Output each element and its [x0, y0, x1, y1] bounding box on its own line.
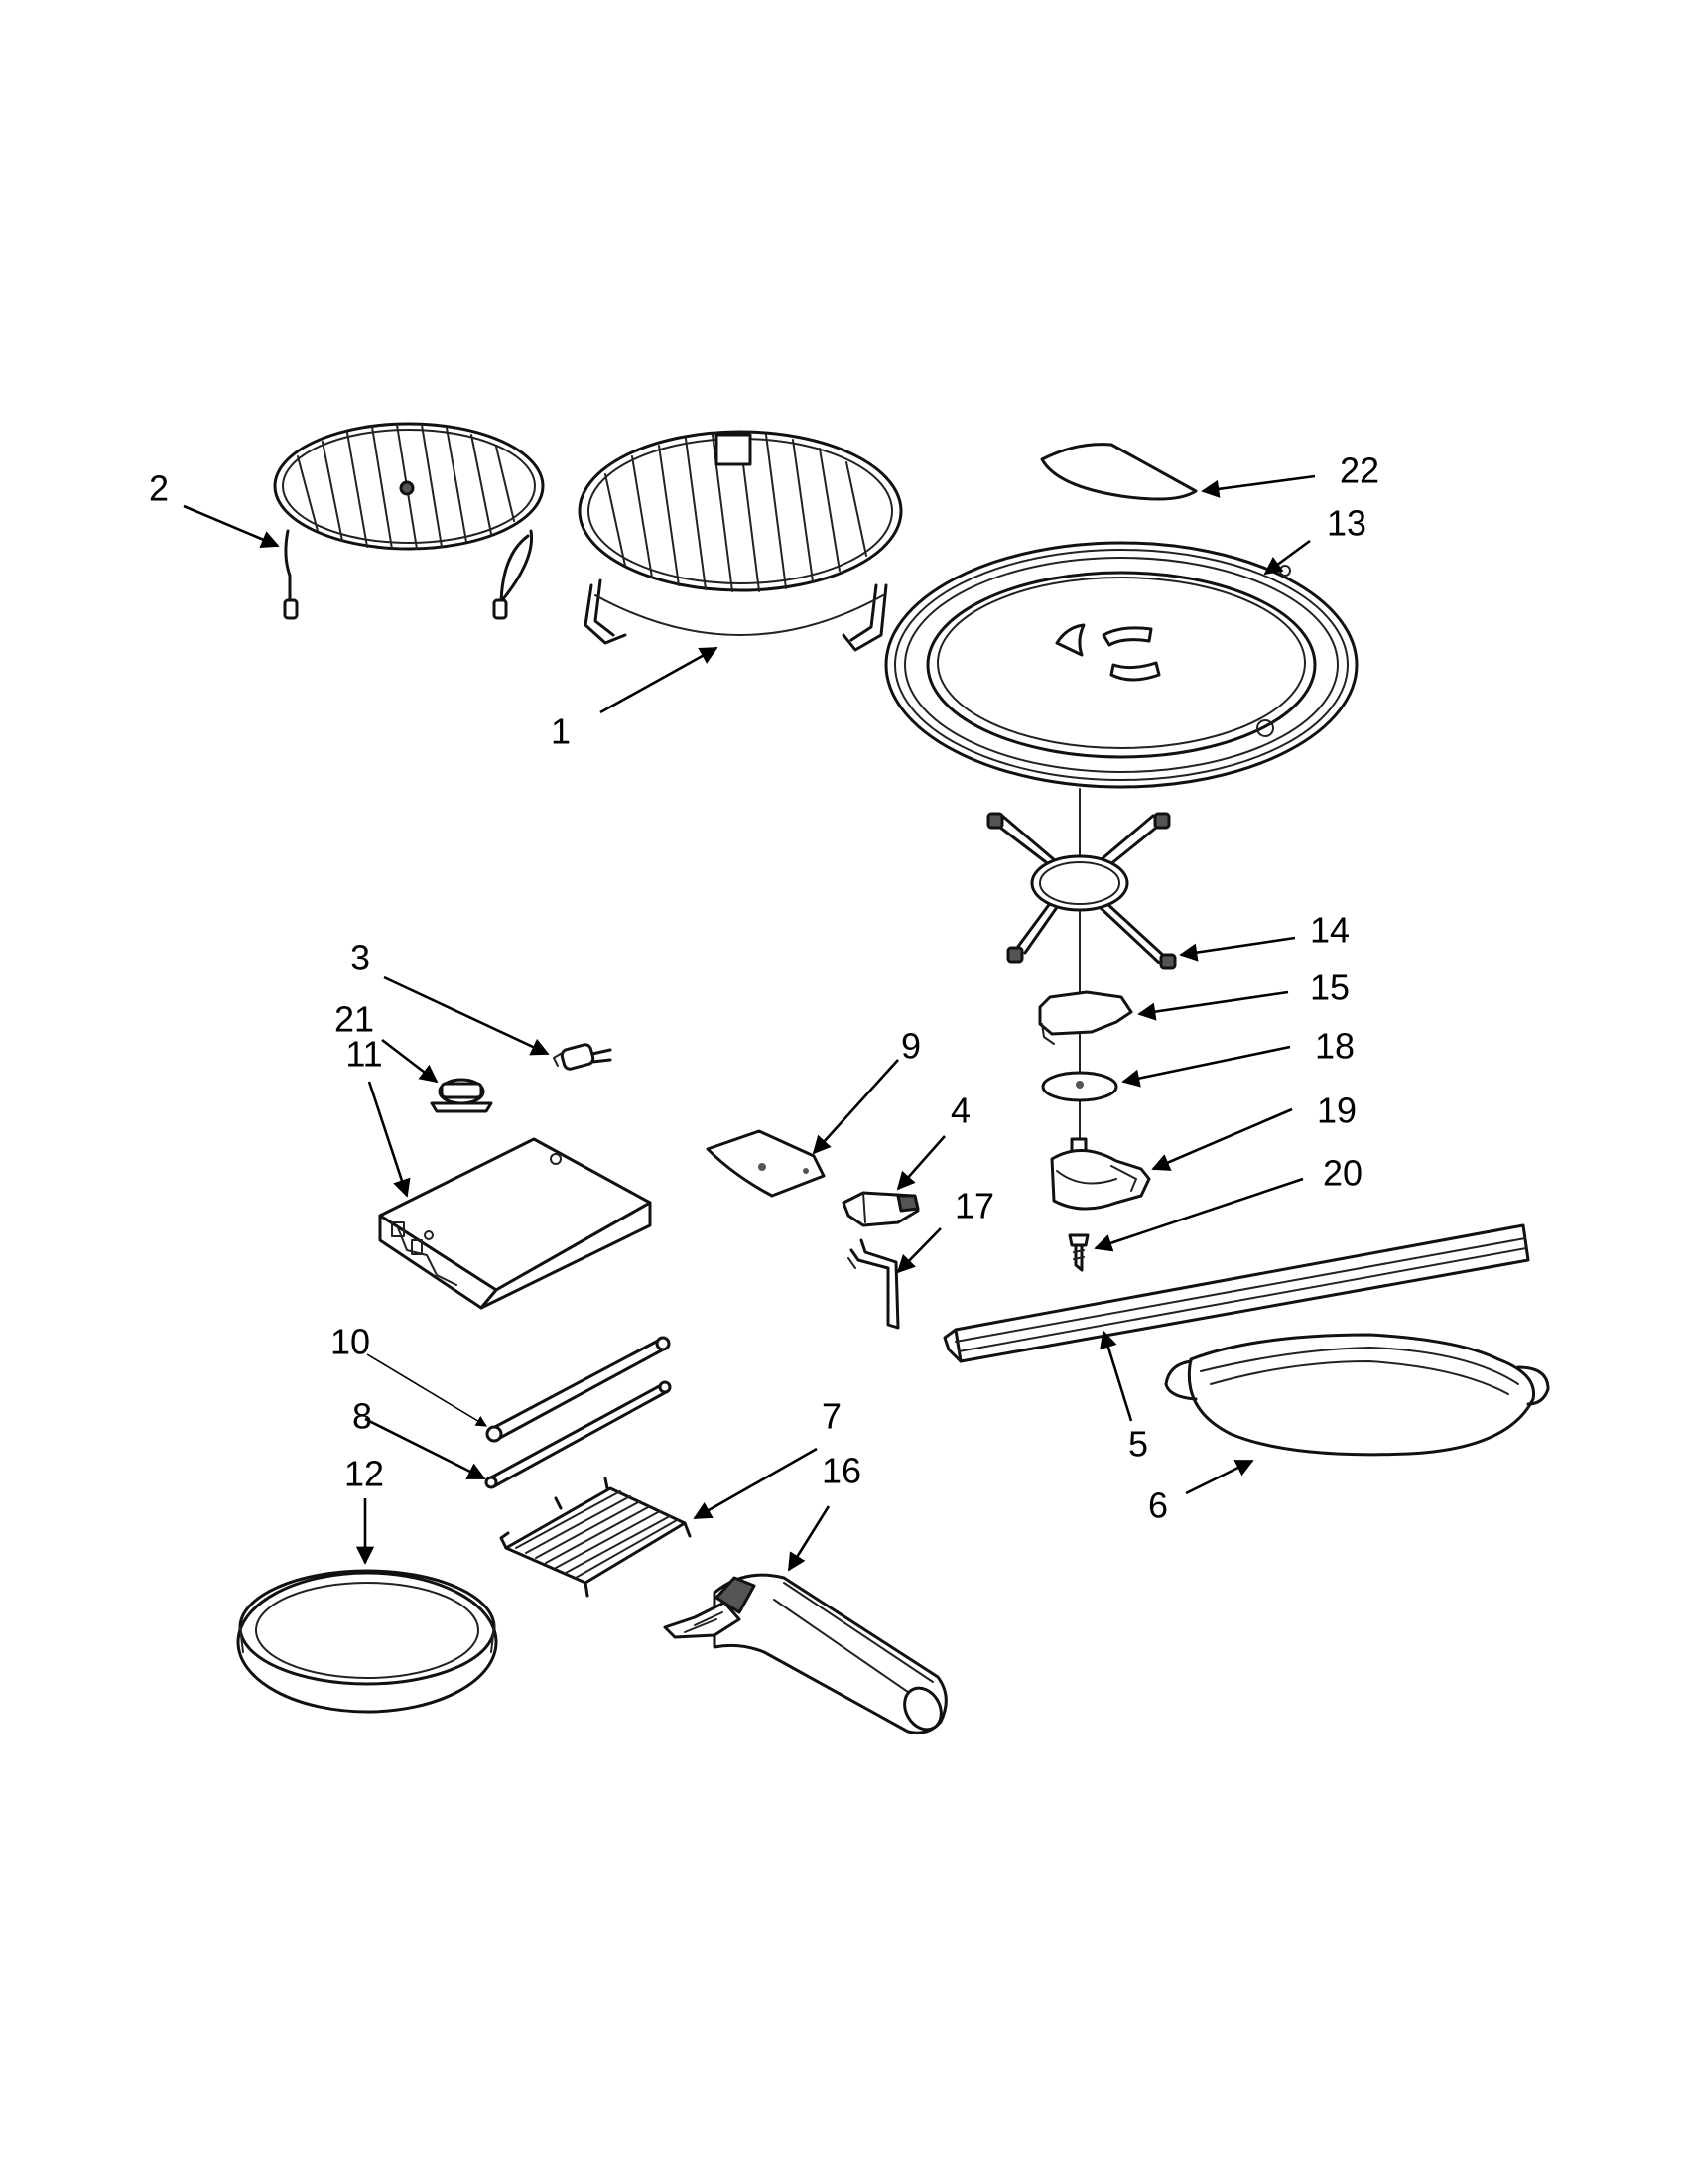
part-labels: 1 2 3 4 5 6 7 8 9 10 11 12 13 14 15 16 1…: [149, 450, 1379, 1526]
part-20-screw: [1068, 1233, 1090, 1272]
label-part-12: 12: [344, 1454, 384, 1494]
leader-4: [896, 1135, 946, 1191]
leader-19: [1151, 1107, 1293, 1171]
label-part-7: 7: [822, 1396, 842, 1437]
label-part-14: 14: [1310, 910, 1350, 951]
leader-1: [599, 646, 718, 714]
leader-5: [1100, 1330, 1133, 1422]
leader-9: [812, 1059, 899, 1155]
leader-8: [364, 1417, 486, 1480]
label-part-9: 9: [901, 1026, 921, 1067]
label-part-21: 21: [334, 999, 374, 1040]
part-1-large-rack: [578, 430, 903, 652]
part-17-bracket: [847, 1238, 900, 1330]
leader-7: [693, 1447, 818, 1520]
part-4-latch: [842, 1191, 920, 1227]
leader-21: [381, 1038, 439, 1084]
part-7-element-grill: [499, 1477, 692, 1598]
part-11-cover-housing: [378, 1137, 652, 1310]
leader-14: [1179, 936, 1296, 962]
part-9-plate: [706, 1129, 826, 1198]
leader-16: [787, 1505, 831, 1572]
label-part-5: 5: [1128, 1424, 1148, 1465]
part-21-thermal-fuse: [430, 1078, 493, 1113]
part-8-heating-rod: [484, 1380, 672, 1489]
leader-lines: [183, 474, 1316, 1572]
part-18-disc: [1041, 1071, 1118, 1102]
part-19-motor: [1050, 1137, 1151, 1211]
part-6-oval-dish: [1164, 1333, 1550, 1457]
leader-3: [383, 975, 550, 1056]
label-part-15: 15: [1310, 967, 1350, 1008]
label-part-13: 13: [1327, 503, 1366, 544]
label-part-16: 16: [822, 1451, 861, 1491]
label-part-8: 8: [352, 1396, 372, 1437]
label-part-18: 18: [1315, 1026, 1355, 1067]
leader-20: [1094, 1177, 1304, 1252]
label-part-20: 20: [1323, 1153, 1363, 1194]
part-16-handle: [663, 1573, 948, 1734]
part-15-coupler: [1038, 990, 1133, 1045]
leader-10: [366, 1353, 487, 1427]
label-part-17: 17: [955, 1186, 994, 1226]
label-part-3: 3: [350, 938, 370, 978]
label-part-2: 2: [149, 468, 169, 509]
label-part-4: 4: [951, 1091, 971, 1131]
part-5-trim-strip: [943, 1223, 1530, 1363]
part-3-connector: [553, 1043, 612, 1071]
part-2-small-rack: [273, 422, 545, 620]
label-part-10: 10: [330, 1322, 370, 1362]
part-14-roller-support: [986, 812, 1177, 970]
leader-22: [1201, 474, 1316, 498]
label-part-19: 19: [1317, 1091, 1357, 1131]
leader-13: [1263, 539, 1311, 576]
leader-17: [896, 1227, 942, 1274]
label-part-1: 1: [551, 711, 571, 752]
part-12-round-pan: [236, 1569, 498, 1714]
leader-18: [1121, 1045, 1291, 1088]
leader-11: [367, 1081, 411, 1198]
leader-6: [1185, 1459, 1254, 1495]
part-10-heating-rod: [485, 1336, 671, 1443]
part-22: [1040, 443, 1198, 501]
part-13-turntable-tray: [884, 541, 1359, 789]
label-part-22: 22: [1340, 450, 1379, 491]
label-part-11: 11: [345, 1034, 382, 1075]
label-part-6: 6: [1148, 1485, 1168, 1526]
leader-2: [183, 504, 280, 549]
leader-15: [1137, 990, 1289, 1021]
